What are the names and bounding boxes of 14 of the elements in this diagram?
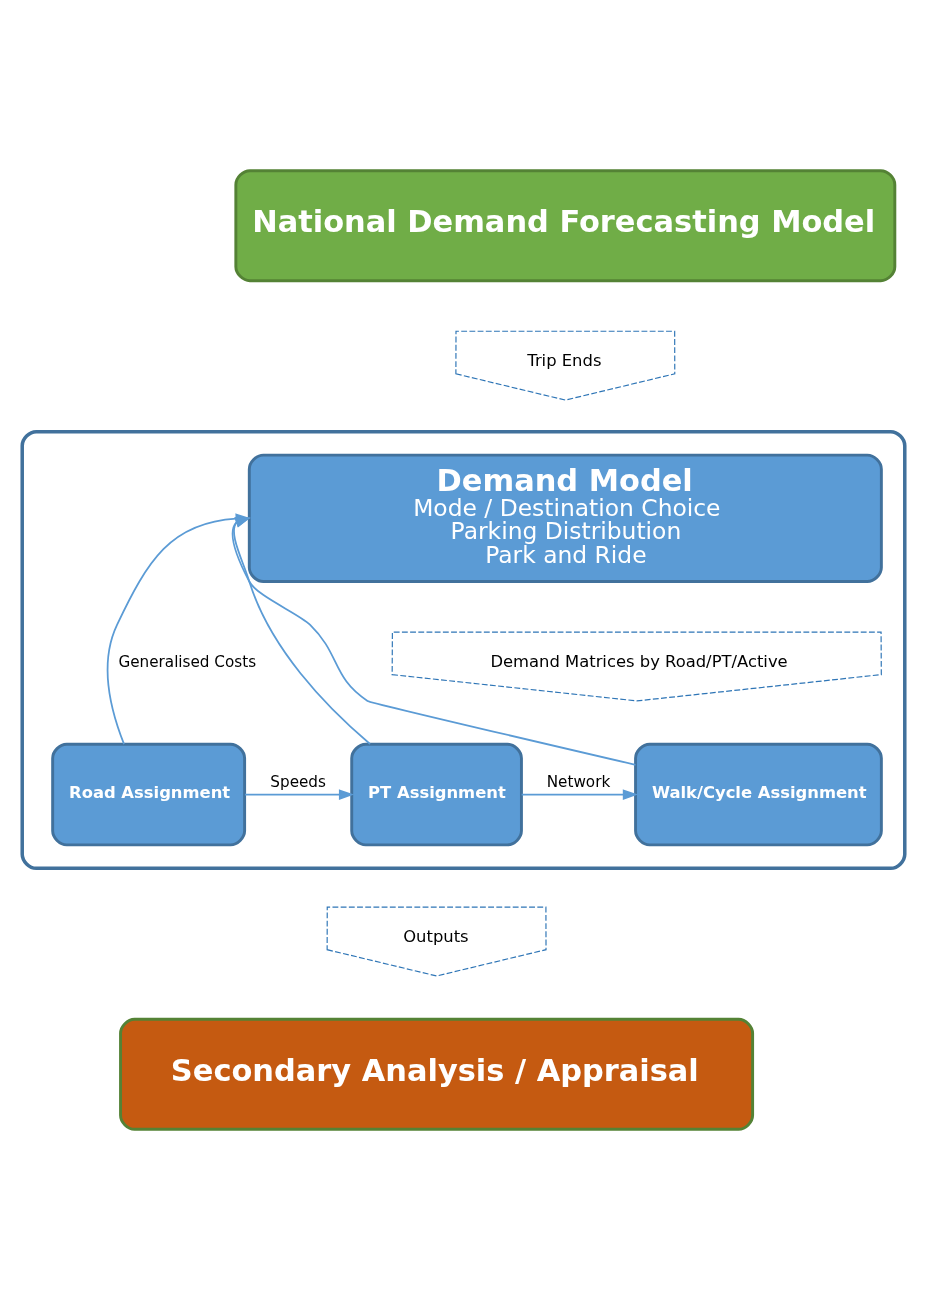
arrow [244, 788, 355, 800]
arrow [520, 788, 639, 800]
arrow [233, 516, 371, 745]
node-box: PT Assignment [350, 742, 523, 846]
node-box: Road Assignment [51, 742, 247, 846]
edge-label: Network [546, 772, 611, 791]
node-box: National Demand Forecasting Model [234, 168, 897, 282]
arrow [231, 516, 637, 766]
edge-label: Generalised Costs [118, 652, 257, 671]
edge-label: Speeds [270, 772, 326, 791]
node-box: Demand Model Mode / Destination Choice Parking Distribution Park and Ride [247, 453, 883, 583]
cluster [20, 429, 907, 870]
node-box: Secondary Analysis / Appraisal [119, 1017, 755, 1131]
node-box: Walk/Cycle Assignment [634, 742, 883, 846]
